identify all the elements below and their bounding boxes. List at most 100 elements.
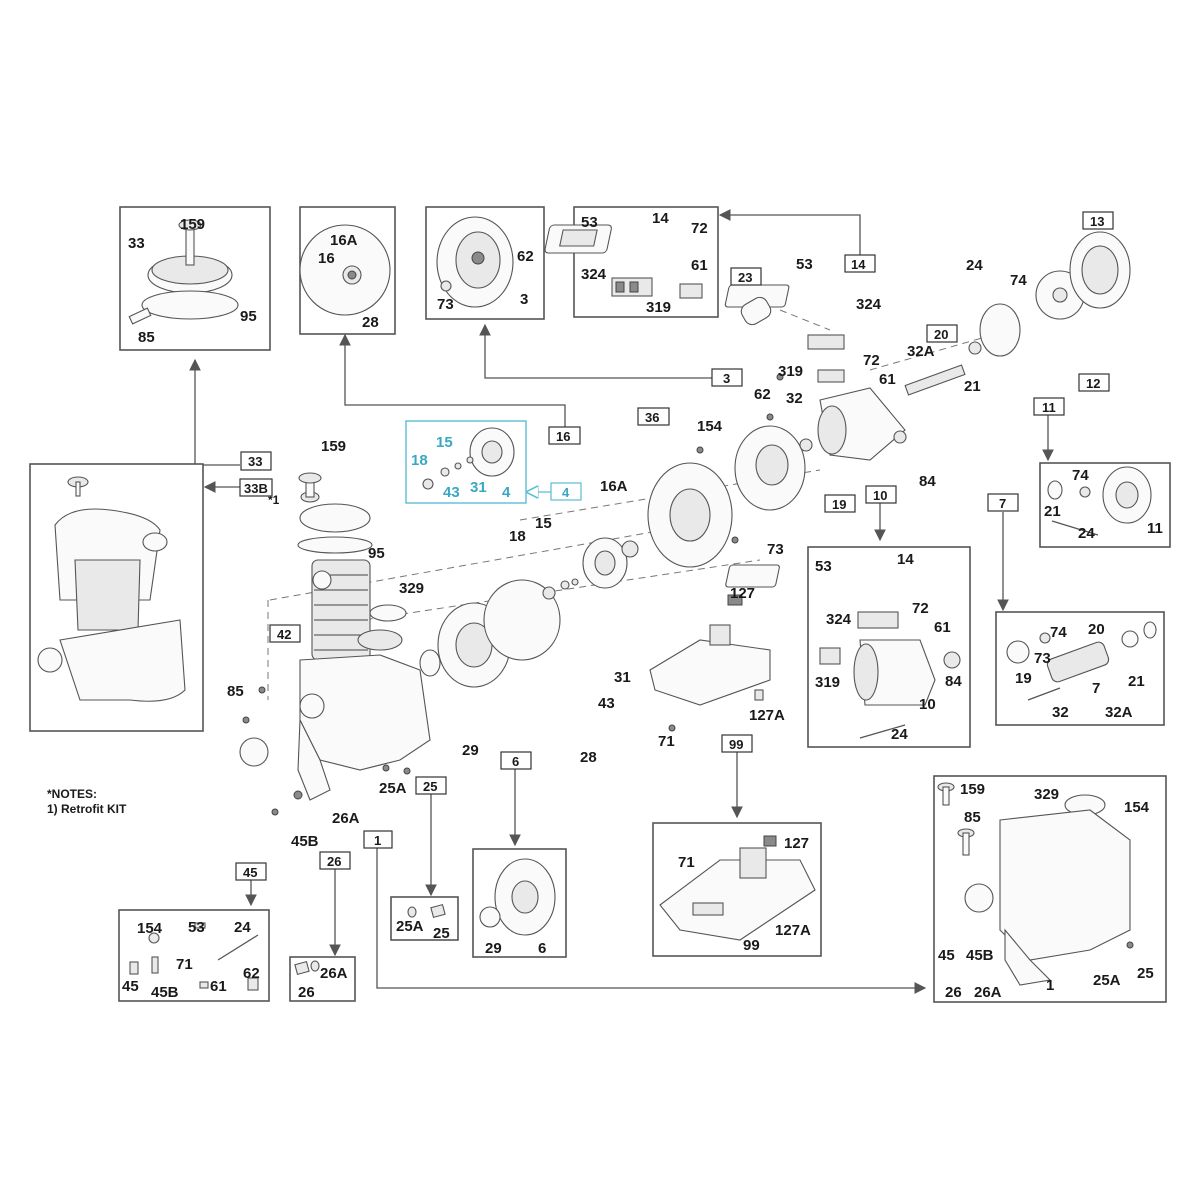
label-7: 7: [1092, 680, 1100, 697]
label-20: 20: [1088, 621, 1105, 638]
label-62: 62: [754, 386, 771, 403]
label-45b: 45B: [966, 947, 994, 964]
label-18: 18: [509, 528, 526, 545]
label-127a: 127A: [749, 707, 785, 724]
label-15: 15: [436, 434, 453, 451]
label-159: 159: [321, 438, 346, 455]
marker-star1: *1: [268, 493, 280, 507]
tag-36: 36: [645, 410, 659, 425]
label-329: 329: [399, 580, 424, 597]
tag-11: 11: [1042, 400, 1056, 415]
label-159: 159: [180, 216, 205, 233]
box-99-base: 71 127 99 127A: [652, 822, 822, 957]
part-tags: 33 33B 42 16 3 4 36 14 13 20 12 11 10 19…: [235, 211, 1114, 881]
label-18: 18: [411, 452, 428, 469]
label-21: 21: [1044, 503, 1061, 520]
box-10-motor-assembly: 53 14 324 72 61 319 84 10 24: [725, 546, 971, 748]
label-24: 24: [891, 726, 908, 743]
label-33: 33: [128, 235, 145, 252]
notes-block: *NOTES: 1) Retrofit KIT: [47, 787, 127, 816]
label-26a: 26A: [320, 965, 348, 982]
label-16a: 16A: [330, 232, 358, 249]
label-10: 10: [919, 696, 936, 713]
label-84: 84: [945, 673, 962, 690]
label-61: 61: [934, 619, 951, 636]
label-14: 14: [652, 210, 669, 227]
label-71: 71: [678, 854, 695, 871]
label-73: 73: [767, 541, 784, 558]
tag-20: 20: [934, 327, 948, 342]
label-324: 324: [856, 296, 882, 313]
label-1: 1: [1046, 977, 1054, 994]
label-85: 85: [227, 683, 244, 700]
label-25: 25: [433, 925, 450, 942]
box-1-pump-body: 159 329 154 85 45 45B 26 26A 1 25A 25: [933, 775, 1167, 1003]
notes-item-1: 1) Retrofit KIT: [47, 802, 127, 816]
label-14: 14: [897, 551, 914, 568]
label-72: 72: [691, 220, 708, 237]
label-11: 11: [1147, 520, 1163, 537]
label-329: 329: [1034, 786, 1059, 803]
label-45b: 45B: [151, 984, 179, 1001]
label-24: 24: [966, 257, 983, 274]
label-21: 21: [964, 378, 981, 395]
label-154: 154: [697, 418, 723, 435]
label-24: 24: [234, 919, 251, 936]
label-99: 99: [743, 937, 760, 954]
label-24: 24: [1078, 525, 1095, 542]
label-28: 28: [580, 749, 597, 766]
box-16-seal-kit: 16A 16 28: [299, 206, 396, 335]
label-71: 71: [658, 733, 675, 750]
box-33-lid-kit: 159 33 95 85: [119, 206, 271, 351]
main-assembly-labels: 159 95 329 85 29 28 18 15 31 43 16A 154 …: [227, 256, 1027, 850]
box-45-fasteners: 154 53 24 71 45 45B 61 62: [118, 909, 270, 1002]
label-32: 32: [786, 390, 803, 407]
tag-99: 99: [729, 737, 743, 752]
tag-25: 25: [423, 779, 437, 794]
label-16: 16: [318, 250, 335, 267]
label-45: 45: [938, 947, 955, 964]
label-62: 62: [517, 248, 534, 265]
label-43: 43: [443, 484, 460, 501]
label-95: 95: [240, 308, 257, 325]
label-72: 72: [912, 600, 929, 617]
label-319: 319: [815, 674, 840, 691]
label-25: 25: [1137, 965, 1154, 982]
tag-45: 45: [243, 865, 257, 880]
label-21: 21: [1128, 673, 1145, 690]
label-85: 85: [138, 329, 155, 346]
label-32a: 32A: [1105, 704, 1133, 721]
label-71: 71: [176, 956, 193, 973]
label-53: 53: [188, 919, 205, 936]
label-15: 15: [535, 515, 552, 532]
label-45: 45: [122, 978, 139, 995]
label-43: 43: [598, 695, 615, 712]
label-85: 85: [964, 809, 981, 826]
label-3: 3: [520, 291, 528, 308]
label-53: 53: [796, 256, 813, 273]
label-127a: 127A: [775, 922, 811, 939]
label-31: 31: [470, 479, 487, 496]
label-53: 53: [815, 558, 832, 575]
tag-23: 23: [738, 270, 752, 285]
tag-13: 13: [1090, 214, 1104, 229]
label-53: 53: [581, 214, 598, 231]
label-26a: 26A: [974, 984, 1002, 1001]
label-16a: 16A: [600, 478, 628, 495]
label-62: 62: [243, 965, 260, 982]
label-61: 61: [879, 371, 896, 388]
tag-12: 12: [1086, 376, 1100, 391]
tag-33: 33: [248, 454, 262, 469]
label-25a: 25A: [1093, 972, 1121, 989]
label-159: 159: [960, 781, 985, 798]
label-29: 29: [462, 742, 479, 759]
label-4: 4: [502, 484, 511, 501]
box-11-rear-bracket: 74 21 24 11: [1039, 462, 1171, 548]
tag-33b: 33B: [244, 481, 268, 496]
label-74: 74: [1072, 467, 1089, 484]
label-73: 73: [1034, 650, 1051, 667]
label-26: 26: [945, 984, 962, 1001]
tag-26: 26: [327, 854, 341, 869]
label-31: 31: [614, 669, 631, 686]
label-154: 154: [137, 920, 163, 937]
